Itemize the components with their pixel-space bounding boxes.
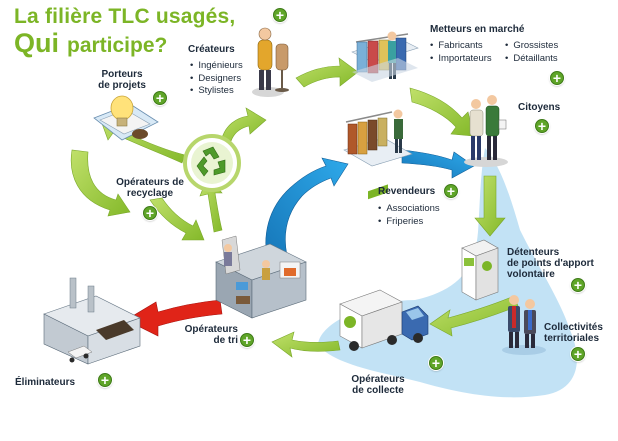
tri-label: Opérateurs de tri [184,324,238,346]
eliminateurs-label: Éliminateurs [15,377,76,388]
arrow-collectivites-to-collecte [429,295,519,337]
list-item: Designers [190,73,243,86]
porteurs-illustration [93,95,159,141]
tri-illustration [215,235,307,319]
recyclage-label: Opérateurs de recyclage [116,177,184,199]
createurs-list: Ingénieurs Designers Stylistes [190,60,243,98]
metteurs-illustration [351,31,419,82]
list-item: Associations [378,203,439,216]
porteurs-label: Porteurs de projets [98,69,146,91]
collectivites-illustration [502,295,546,355]
arrow-createurs-to-metteurs [295,57,359,88]
revendeurs-list: Associations Friperies [378,203,440,229]
detenteurs-illustration [461,239,499,301]
list-item: Ingénieurs [190,60,242,73]
title-line-2: Qui participe? [14,30,235,57]
recyclage-plus-button[interactable]: + [143,206,157,220]
recycle-icon [183,134,241,192]
list-item: Importateurs [430,53,491,66]
createurs-plus-button[interactable]: + [273,8,287,22]
detenteurs-plus-button[interactable]: + [571,278,585,292]
createurs-illustration [252,27,289,97]
arrow-recycle-to-porteurs [99,117,186,164]
arrow-tri-to-revendeurs [265,157,349,263]
collectivites-label: Collectivités territoriales [544,322,603,344]
arrow-porteurs-to-recycle [70,149,131,217]
blue-flow-arrows [265,149,475,263]
title-participe: participe? [67,34,168,57]
revendeurs-plus-button[interactable]: + [444,184,458,198]
tri-plus-button[interactable]: + [240,333,254,347]
metteurs-list-col1: Fabricants Importateurs [430,40,492,66]
page-title: La filière TLC usagés, Qui participe? [14,6,235,57]
collecte-label: Opérateurs de collecte [351,374,405,396]
green-flow-arrows [70,57,519,358]
porteurs-plus-button[interactable]: + [153,91,167,105]
list-item: Stylistes [190,85,243,98]
arrow-recycle-to-createurs [221,107,267,142]
createurs-label: Créateurs [188,44,235,55]
arrow-revendeurs-to-citoyens [401,149,475,179]
collecte-illustration [339,184,429,351]
list-item: Détaillants [505,53,558,66]
metteurs-list-col2: Grossistes Détaillants [505,40,558,65]
title-qui: Qui [14,28,59,58]
citoyens-plus-button[interactable]: + [535,119,549,133]
citoyens-label: Citoyens [518,102,561,113]
eliminateurs-illustration [43,277,141,365]
collecte-plus-button[interactable]: + [429,356,443,370]
list-item: Fabricants [430,40,492,53]
arrow-metteurs-to-citoyens [409,87,475,137]
metteurs-plus-button[interactable]: + [550,71,564,85]
arrow-tri-to-eliminateurs [125,299,223,337]
detenteurs-label: Détenteurs de points d'apport volontaire [507,247,594,280]
eliminateurs-plus-button[interactable]: + [98,373,112,387]
list-item: Grossistes [505,40,558,53]
revendeurs-illustration [343,109,413,167]
arrow-left-loop [149,197,205,241]
arrow-collecte-to-tri [271,331,341,358]
collectivites-plus-button[interactable]: + [571,347,585,361]
citoyens-illustration [464,95,508,167]
list-item: Friperies [378,216,440,229]
title-line-1: La filière TLC usagés, [14,5,236,28]
metteurs-label: Metteurs en marché [430,24,525,35]
arrow-citoyens-to-detenteurs [474,175,506,237]
revendeurs-label: Revendeurs [378,186,436,197]
